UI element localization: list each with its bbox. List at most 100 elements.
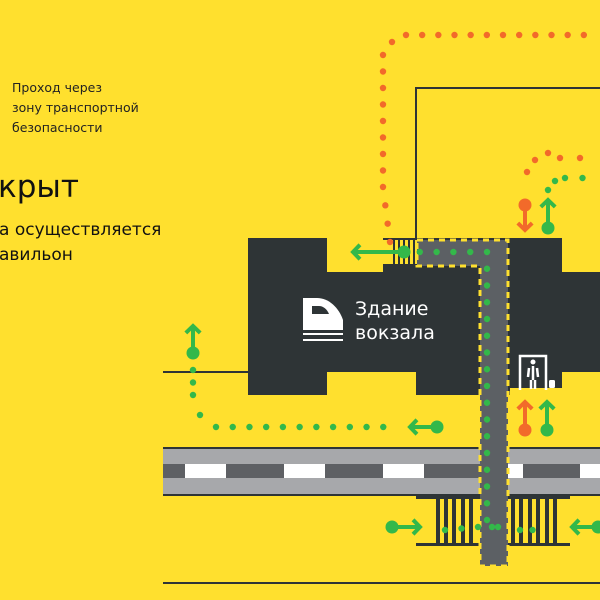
crosswalk-stripe [511, 498, 515, 544]
exit-arrow-down-icon [516, 198, 534, 233]
entry-arrow-left-icon [407, 418, 444, 436]
entry-route-dot [483, 248, 491, 256]
station-building [248, 238, 600, 395]
entry-arrow-up-icon [184, 323, 202, 360]
entry-route-dot [483, 349, 491, 356]
exit-route-dot [379, 183, 387, 191]
security-frame-icon [518, 354, 555, 390]
entry-route-dot [474, 523, 482, 531]
entry-route-dot [561, 174, 569, 182]
exit-route-dot [379, 117, 387, 125]
exit-route-dot [388, 38, 396, 46]
crosswalk-stripe [519, 498, 523, 544]
building-label-line1: Здание [355, 298, 428, 320]
exit-route-dot [379, 101, 387, 108]
entry-route-dot [346, 423, 354, 431]
crosswalk-stripe [452, 498, 456, 544]
exit-route-dot [435, 31, 442, 39]
crosswalk-stripe [444, 498, 448, 544]
entry-route-dot [467, 248, 474, 256]
legend-line2: зону транспортной [12, 100, 139, 115]
crosswalk-stripe [461, 498, 465, 544]
building-label-line2: вокзала [355, 322, 435, 344]
entry-route-dot [441, 526, 449, 534]
entry-arrow-right-icon [385, 518, 423, 536]
exit-route-dot [576, 154, 584, 162]
entry-route-dot [483, 483, 491, 490]
entry-route-dot [483, 382, 491, 390]
legend-line3: безопасности [12, 120, 103, 135]
exit-route-dot [483, 31, 491, 39]
entry-route-dot [483, 265, 491, 272]
train-icon [303, 298, 343, 341]
notice-line2: авильон [0, 245, 73, 265]
entry-route-dot [516, 526, 524, 534]
entry-route-dot [458, 525, 465, 532]
entry-route-dot [483, 466, 491, 473]
exit-route-dot [386, 238, 394, 246]
exit-route-dot [564, 31, 571, 39]
entry-route-dot [450, 248, 457, 256]
entry-route-dot [483, 315, 491, 323]
exit-route-dot [379, 51, 387, 59]
entry-route-dot [189, 366, 197, 374]
exit-route-dot [580, 31, 588, 39]
crosswalk-stripe [553, 498, 557, 544]
exit-route-dot [379, 150, 387, 158]
notice-line1: а осуществляется [0, 220, 161, 240]
entry-route-dot [229, 423, 236, 431]
building-outline [415, 87, 600, 238]
exit-route-dot [379, 167, 387, 174]
entry-route-dot [363, 423, 370, 431]
entry-route-dot [279, 423, 287, 431]
road [163, 447, 600, 496]
entry-route-dot [483, 332, 491, 339]
entry-arrow-up-icon [539, 197, 557, 235]
entry-route-dot [483, 449, 491, 457]
exit-route-dot [556, 154, 564, 162]
entry-route-dot [483, 282, 491, 289]
crosswalk-stripe [436, 498, 440, 544]
exit-arrow-up-icon [516, 399, 534, 437]
entry-route-dot [296, 423, 303, 431]
exit-route-dot [531, 156, 539, 164]
entry-route-dot [416, 248, 423, 256]
entry-route-dot [329, 423, 337, 431]
crosswalk-stripe [545, 498, 549, 544]
exit-route-dot [379, 134, 387, 141]
exit-route-dot [384, 220, 391, 227]
entry-route-dot [483, 516, 491, 524]
exit-route-dot [548, 31, 555, 39]
entry-route-dot [483, 433, 491, 440]
exit-route-dot [379, 68, 387, 75]
exit-route-dot [523, 168, 531, 176]
exit-route-dot [515, 31, 523, 39]
entry-route-dot [313, 423, 320, 431]
exit-route-dot [379, 84, 387, 92]
entry-route-dot [488, 523, 496, 531]
entry-route-dot [544, 186, 552, 194]
exit-route-dot [532, 31, 539, 39]
entry-arrow-left-icon [569, 518, 600, 536]
entry-route-dot [196, 411, 204, 419]
entry-route-dot [483, 299, 491, 306]
entry-route-dot [483, 416, 491, 423]
exit-route-dot [382, 202, 389, 209]
exit-route-dot [402, 31, 410, 39]
entry-arrow-left-icon [350, 243, 411, 261]
entry-route-dot [529, 526, 536, 534]
entry-route-dot [212, 423, 220, 431]
crosswalk-stripe [469, 498, 473, 544]
entry-route-dot [483, 399, 491, 406]
entry-route-dot [262, 423, 270, 431]
entry-route-dot [246, 423, 253, 431]
exit-route-dot [451, 31, 458, 39]
entry-route-dot [483, 366, 491, 373]
entry-route-dot [494, 523, 502, 531]
exit-route-dot [418, 31, 426, 39]
entry-route-dot [189, 379, 197, 386]
entry-route-dot [579, 174, 586, 182]
entry-route-dot [380, 423, 387, 431]
legend-line1: Проход через [12, 80, 102, 95]
